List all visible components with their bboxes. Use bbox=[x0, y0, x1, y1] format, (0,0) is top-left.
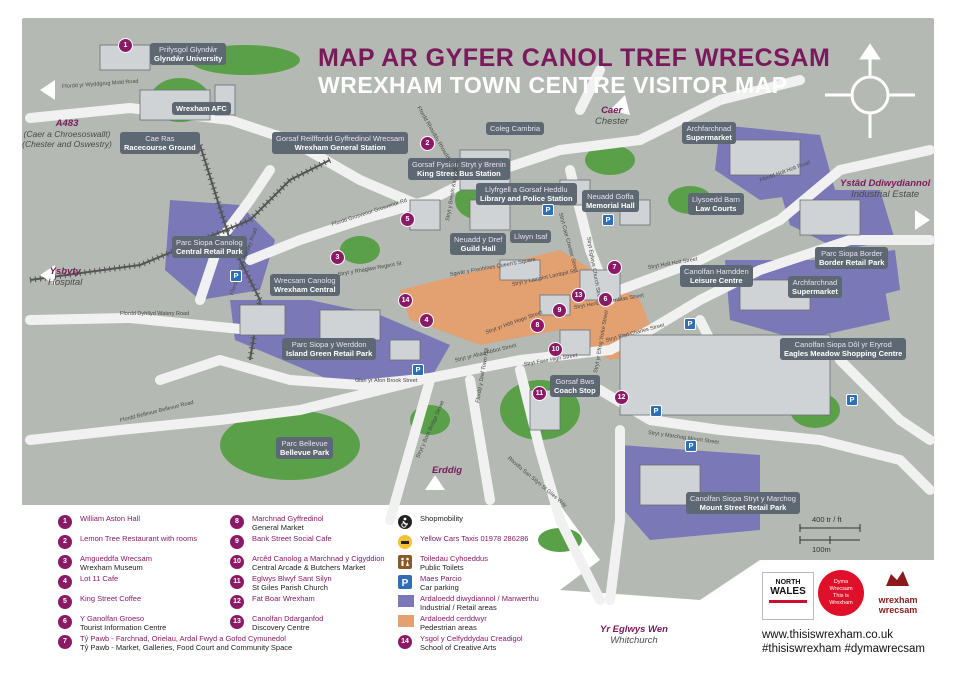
road-label: Glan yr Afon Brook Street bbox=[355, 378, 418, 384]
pin-10[interactable]: 10 bbox=[548, 342, 563, 357]
map-title-welsh: MAP AR GYFER CANOL TREF WRECSAM bbox=[318, 44, 831, 72]
wheelchair-icon bbox=[398, 515, 412, 529]
retail-area-swatch bbox=[398, 595, 414, 607]
scale-bar bbox=[799, 524, 861, 544]
wrexham-council-logo: wrexham wrecsam bbox=[870, 568, 926, 620]
label-wrexham-afc[interactable]: Wrexham AFC bbox=[172, 102, 231, 115]
parking-icon: P bbox=[602, 214, 614, 226]
parking-icon: P bbox=[684, 318, 696, 330]
pin-12[interactable]: 12 bbox=[614, 390, 629, 405]
parking-icon: P bbox=[650, 405, 662, 417]
pin-6[interactable]: 6 bbox=[598, 292, 613, 307]
label-llwyn-isaf[interactable]: Llwyn Isaf bbox=[510, 230, 552, 243]
toilets-icon bbox=[398, 555, 412, 569]
place-erddig: Erddig bbox=[432, 465, 463, 476]
dyma-wrecsam-logo: Dyma Wrecsam This is Wrexham bbox=[818, 570, 864, 616]
dragon-icon bbox=[886, 571, 909, 586]
taxi-icon bbox=[398, 535, 412, 549]
website-link[interactable]: www.thisiswrexham.co.uk bbox=[762, 629, 894, 641]
pin-1[interactable]: 1 bbox=[118, 38, 133, 53]
compass-icon bbox=[825, 43, 915, 138]
map-title-english: WREXHAM TOWN CENTRE VISITOR MAP bbox=[318, 72, 788, 98]
pin-8[interactable]: 8 bbox=[530, 318, 545, 333]
pin-11[interactable]: 11 bbox=[532, 386, 547, 401]
pedestrian-area-swatch bbox=[398, 615, 414, 627]
svg-text:P: P bbox=[402, 578, 409, 589]
parking-icon: P bbox=[230, 270, 242, 282]
pin-7[interactable]: 7 bbox=[607, 260, 622, 275]
direction-arrows bbox=[40, 80, 930, 625]
place-a483: A483(Caer a Chroesoswallt) (Chester and … bbox=[22, 118, 112, 149]
pin-2[interactable]: 2 bbox=[420, 136, 435, 151]
label-coleg-cambria[interactable]: Coleg Cambria bbox=[486, 122, 545, 135]
pin-3[interactable]: 3 bbox=[330, 250, 345, 265]
legend-panel bbox=[22, 505, 934, 668]
pin-9[interactable]: 9 bbox=[552, 303, 567, 318]
parking-icon: P bbox=[412, 364, 424, 376]
road-label: Ffordd Dyfrllyd Watery Road bbox=[120, 311, 190, 317]
pin-4[interactable]: 4 bbox=[419, 313, 434, 328]
pin-14[interactable]: 14 bbox=[398, 293, 413, 308]
parking-icon: P bbox=[846, 394, 858, 406]
parking-icon: P bbox=[685, 440, 697, 452]
north-wales-logo: NORTH WALES bbox=[762, 572, 814, 620]
footer: www.thisiswrexham.co.uk #thisiswrexham #… bbox=[762, 628, 925, 656]
parking-icon: P bbox=[542, 204, 554, 216]
pin-5[interactable]: 5 bbox=[400, 212, 415, 227]
pin-13[interactable]: 13 bbox=[571, 288, 586, 303]
parking-icon: P bbox=[398, 575, 412, 589]
scale-imperial: 400 tr / ft bbox=[812, 515, 842, 524]
hashtags: #thisiswrexham #dymawrecsam bbox=[762, 643, 925, 655]
scale-metric: 100m bbox=[812, 545, 831, 554]
